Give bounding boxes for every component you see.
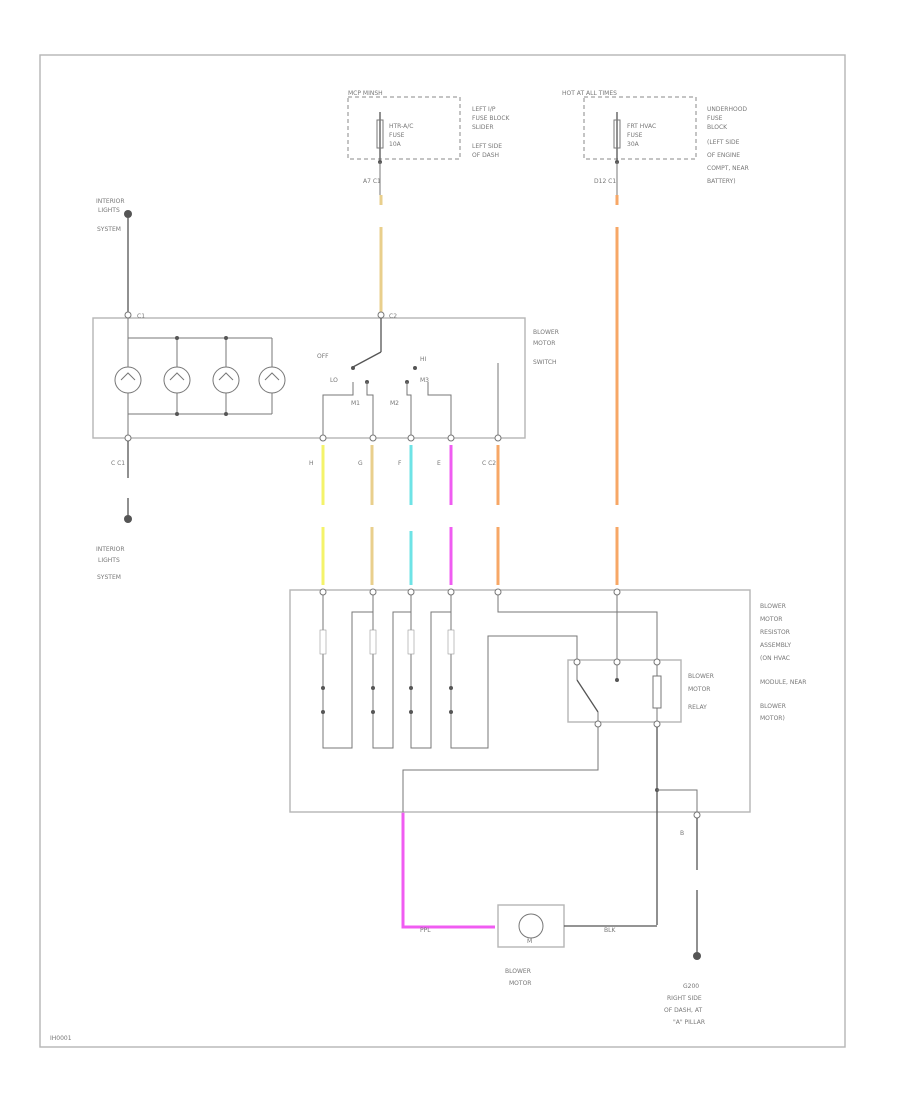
fuse2-loc-1: UNDERHOOD <box>707 106 747 113</box>
resistor-label-4: ASSEMBLY <box>760 642 791 649</box>
fuse2-block <box>583 96 697 160</box>
resistor-label-3: RESISTOR <box>760 629 790 636</box>
ground-label-1: G200 <box>683 983 699 990</box>
figure-id: IH0001 <box>50 1035 72 1042</box>
fuse1-loc-4: LEFT SIDE <box>472 143 502 150</box>
interior-top-2: LIGHTS <box>98 207 120 214</box>
lamp-icon <box>212 338 240 414</box>
ground-label-4: "A" PILLAR <box>673 1019 705 1026</box>
interior-top-terminal <box>124 210 132 218</box>
fuse2-name-2: FUSE <box>627 132 643 139</box>
fuse2-name-3: 30A <box>627 141 640 148</box>
svg-text:C2: C2 <box>389 313 397 320</box>
fuse1-symbol <box>376 119 384 149</box>
switch-label-2: MOTOR <box>533 340 555 347</box>
ground-label-3: OF DASH, AT <box>664 1007 702 1014</box>
ground-label-2: RIGHT SIDE <box>667 995 702 1002</box>
fuse1-loc-1: LEFT I/P <box>472 106 496 113</box>
blower-motor-switch <box>92 317 526 439</box>
ground-terminal <box>693 952 701 960</box>
lamp-icon <box>258 338 286 414</box>
interior-bottom-terminal <box>124 515 132 523</box>
resistor-label-1: BLOWER <box>760 603 786 610</box>
motor-label-2: MOTOR <box>509 980 531 987</box>
relay-label-3: RELAY <box>688 704 707 711</box>
colored-wires <box>321 195 619 929</box>
fuse2-loc-5: OF ENGINE <box>707 152 740 159</box>
motor-symbol: M <box>527 938 532 945</box>
lamp-icon <box>114 338 142 414</box>
fuse2-loc-7: BATTERY) <box>707 178 736 185</box>
pin-f: F <box>398 460 402 467</box>
fuse1-name-2: FUSE <box>389 132 405 139</box>
wire-blk-label: BLK <box>604 927 616 934</box>
resistor-label-7: BLOWER <box>760 703 786 710</box>
ground-pin: B <box>680 830 684 837</box>
fuse2-name-1: FRT HVAC <box>627 123 656 130</box>
fuse2-connector: D12 C1 <box>594 178 616 185</box>
switch-contacts <box>124 311 502 442</box>
switch-m2: M2 <box>390 400 399 407</box>
switch-c1-label: C C1 <box>111 460 125 467</box>
fuse1-name-1: HTR-A/C <box>389 123 413 130</box>
interior-bottom-3: SYSTEM <box>97 574 121 581</box>
switch-lo: LO <box>330 377 338 384</box>
motor-label-1: BLOWER <box>505 968 531 975</box>
relay-label-1: BLOWER <box>688 673 714 680</box>
fuse2-loc-4: (LEFT SIDE <box>707 139 740 146</box>
fuse2-loc-6: COMPT, NEAR <box>707 165 749 172</box>
fuse2-loc-2: FUSE <box>707 115 723 122</box>
resistor-label-6: MODULE, NEAR <box>760 679 806 686</box>
pin-h: H <box>309 460 314 467</box>
fuse1-connector: A7 C1 <box>363 178 381 185</box>
svg-text:C1: C1 <box>137 313 145 320</box>
fuse1-name-3: 10A <box>389 141 402 148</box>
fuse1-block <box>347 96 461 160</box>
fuse1-loc-3: SLIDER <box>472 124 494 131</box>
resistor-network <box>319 588 658 749</box>
interior-bottom-1: INTERIOR <box>96 546 125 553</box>
resistor-label-5: (ON HVAC <box>760 655 790 662</box>
resistor-label-8: MOTOR) <box>760 715 785 722</box>
switch-hi: HI <box>420 356 427 363</box>
motor-icon <box>518 913 544 939</box>
wire-ppl-label: PPL <box>420 927 431 934</box>
switch-lamps <box>114 318 286 438</box>
interior-top-1: INTERIOR <box>96 198 125 205</box>
resistor-label-2: MOTOR <box>760 616 782 623</box>
switch-m1: M1 <box>351 400 360 407</box>
switch-label-3: SWITCH <box>533 359 557 366</box>
pin-c2: C C2 <box>482 460 496 467</box>
fuse2-header: HOT AT ALL TIMES <box>562 90 617 97</box>
diagram-frame <box>39 54 846 1048</box>
relay-label-2: MOTOR <box>688 686 710 693</box>
fuse1-loc-2: FUSE BLOCK <box>472 115 511 122</box>
fuse1-loc-5: OF DASH <box>472 152 499 159</box>
blower-motor-resistor-assembly <box>289 589 751 813</box>
relay-contacts <box>573 658 662 728</box>
interior-bottom-2: LIGHTS <box>98 557 120 564</box>
pin-e: E <box>437 460 441 467</box>
fuse1-header: MCP MINSH <box>348 90 383 97</box>
pin-g: G <box>358 460 363 467</box>
wire-pink-motor <box>401 812 495 929</box>
blower-motor-relay <box>567 659 682 723</box>
interior-top-3: SYSTEM <box>97 226 121 233</box>
switch-label-1: BLOWER <box>533 329 559 336</box>
switch-m3: M3 <box>420 377 429 384</box>
fuse2-loc-3: BLOCK <box>707 124 728 131</box>
switch-off: OFF <box>317 353 329 360</box>
fuse2-symbol <box>613 119 621 149</box>
lamp-icon <box>163 338 191 414</box>
